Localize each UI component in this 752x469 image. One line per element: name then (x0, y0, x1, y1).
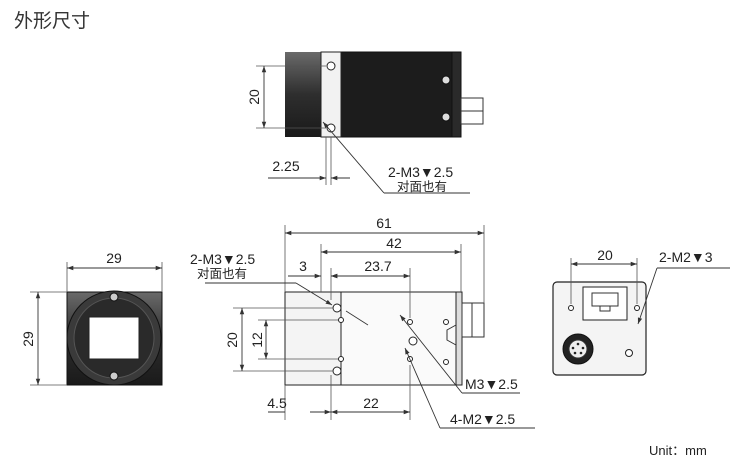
sensor-window (88, 316, 140, 360)
side-hole-note: 对面也有 (397, 179, 447, 194)
side-face-plate (340, 51, 457, 138)
hole-icon (443, 359, 449, 365)
hole-icon (338, 317, 344, 323)
screw-icon (441, 75, 451, 85)
hole-icon (634, 305, 640, 311)
top-hole-callout: 2-M3▼2.5 (190, 251, 255, 267)
top-height-12-label: 12 (249, 332, 265, 348)
screw-icon (441, 112, 451, 122)
side-view: 20 2.25 2-M3▼2.5 对面也有 (246, 51, 484, 194)
rear-view: 20 2-M2▼3 (552, 247, 730, 376)
front-view: 29 29 (20, 250, 163, 386)
top-front-plate (284, 291, 342, 386)
hole-icon (407, 319, 413, 325)
side-hole-callout: 2-M3▼2.5 (388, 164, 453, 180)
top-hole-note: 对面也有 (197, 266, 247, 281)
screw-icon (109, 371, 119, 381)
hole-icon (332, 366, 342, 376)
side-offset-label: 2.25 (272, 158, 299, 174)
top-m2-callout: 4-M2▼2.5 (450, 411, 515, 427)
rear-hole-callout: 2-M2▼3 (659, 249, 713, 265)
front-width-label: 29 (106, 250, 122, 266)
screw-icon (109, 292, 119, 302)
hole-icon (568, 305, 574, 311)
hole-icon (443, 319, 449, 325)
top-length-label: 61 (376, 215, 392, 231)
top-body (340, 291, 457, 386)
top-offset-4-5-label: 4.5 (267, 395, 287, 411)
side-height-label: 20 (246, 89, 262, 105)
unit-label: Unit：mm (649, 443, 707, 458)
screw-icon (326, 61, 336, 71)
top-body-length-label: 42 (386, 235, 402, 251)
front-height-label: 29 (20, 331, 36, 347)
top-rear-cap (455, 291, 463, 386)
top-view: 61 42 3 23.7 20 12 4.5 22 2-M3▼2.5 对 (190, 215, 535, 429)
hole-icon (408, 336, 418, 346)
top-height-20-label: 20 (224, 332, 240, 348)
hole-icon (332, 303, 342, 313)
top-offset-3-label: 3 (299, 258, 307, 274)
side-rear-cap (451, 51, 462, 138)
rear-width-label: 20 (597, 247, 613, 263)
hole-icon (338, 356, 344, 362)
page-title: 外形尺寸 (14, 10, 91, 32)
led-icon (625, 349, 633, 357)
top-offset-23-7-label: 23.7 (364, 258, 391, 274)
top-connector (461, 302, 485, 338)
top-m3-callout: M3▼2.5 (465, 376, 518, 392)
top-offset-22-label: 22 (363, 395, 379, 411)
